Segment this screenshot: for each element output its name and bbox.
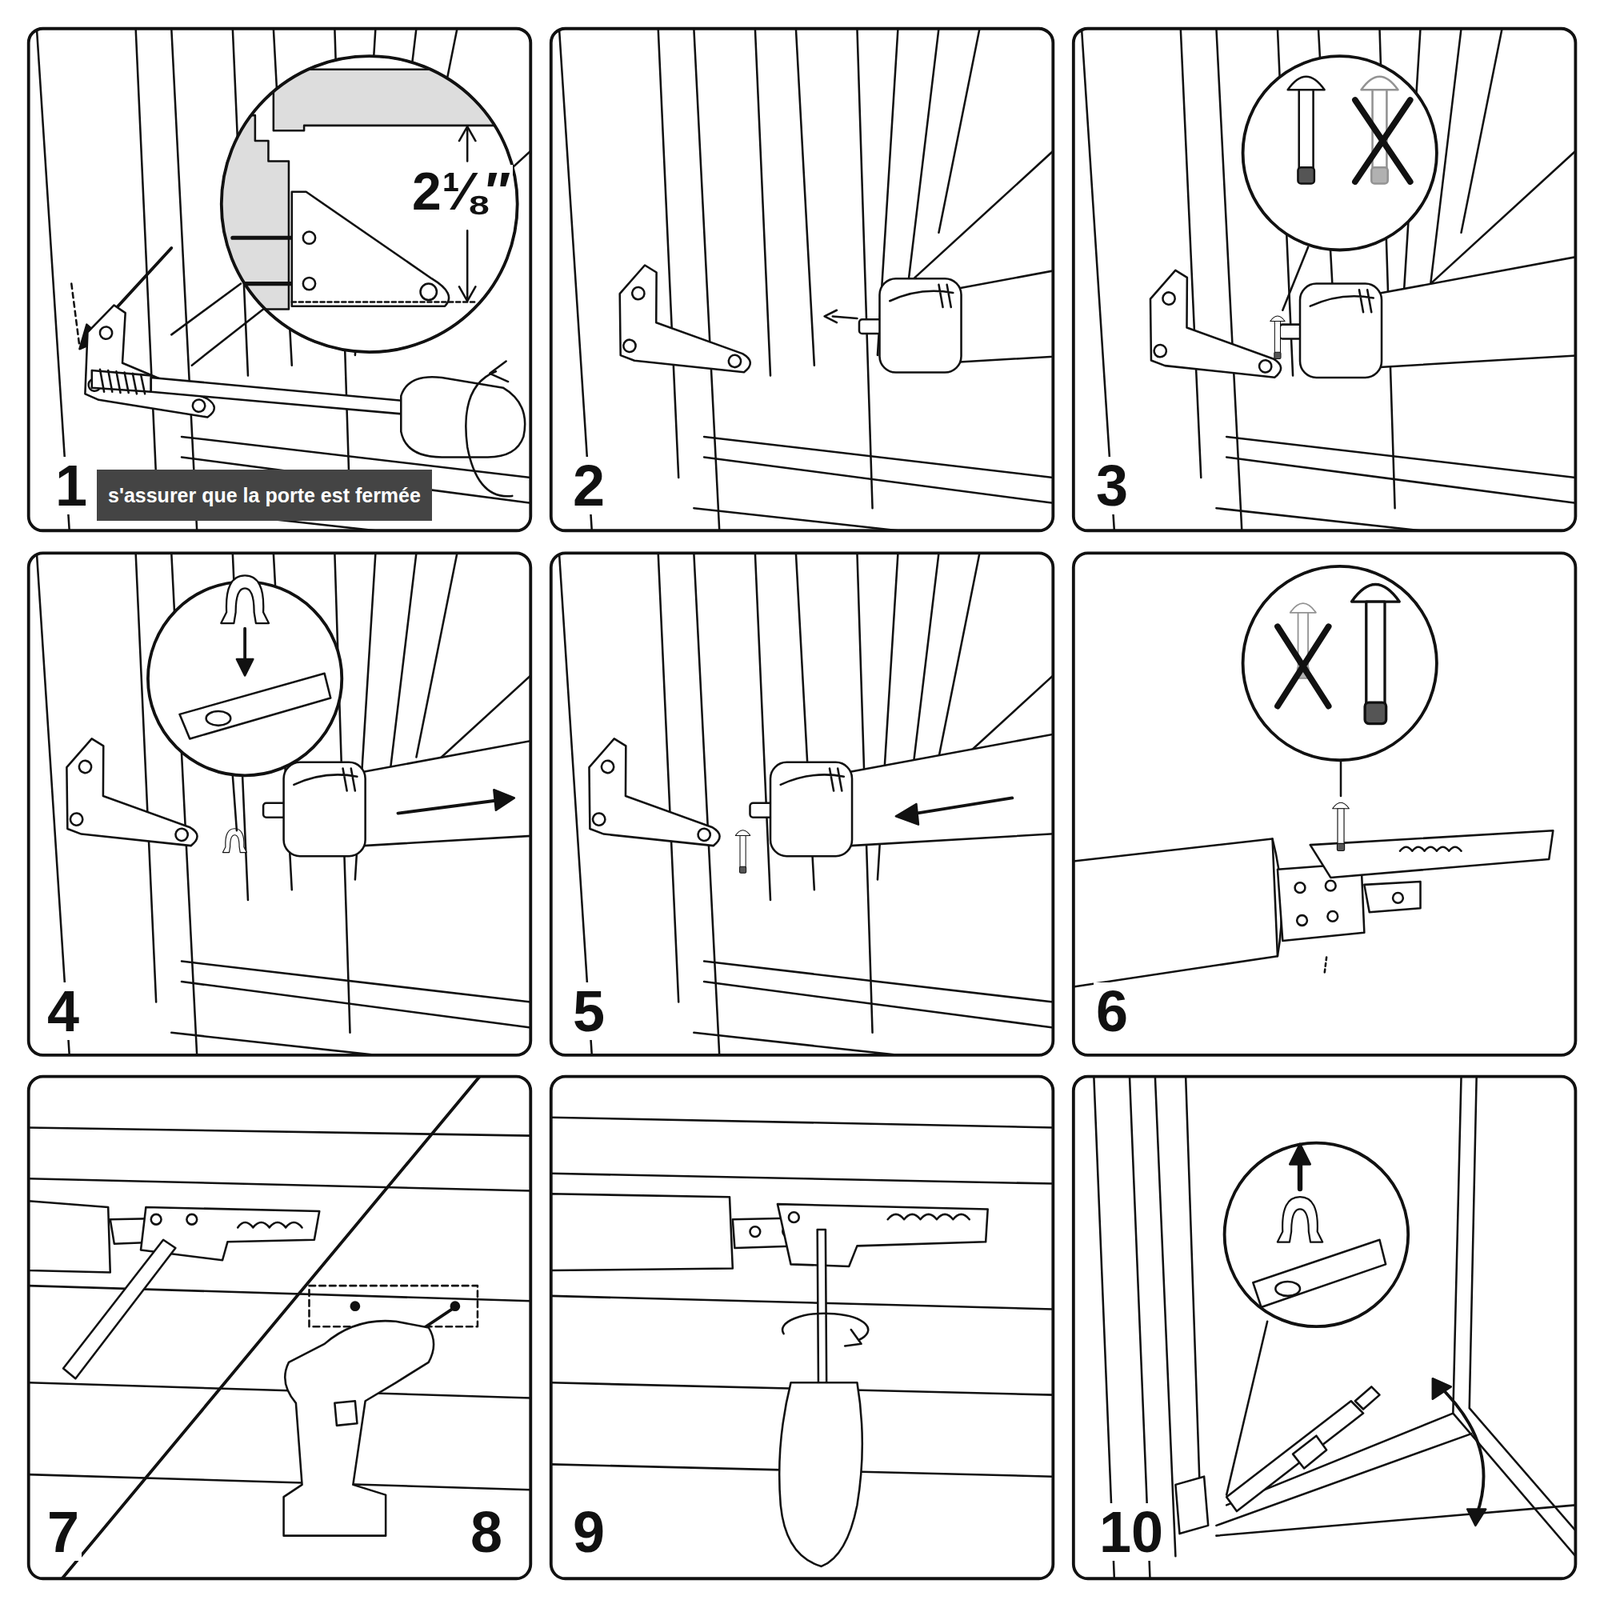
step-number: 6 bbox=[1093, 982, 1131, 1040]
step-number: 10 bbox=[1096, 1503, 1166, 1561]
step-number: 4 bbox=[44, 982, 82, 1040]
step-number: 1 bbox=[52, 456, 90, 515]
step-number: 5 bbox=[570, 982, 608, 1040]
step-number: 3 bbox=[1093, 456, 1131, 515]
step-number: 7 bbox=[44, 1503, 82, 1561]
dimension-label: 2⅛″ bbox=[409, 164, 513, 218]
note-text: s'assurer que la porte est fermée bbox=[108, 484, 421, 508]
step-number: 2 bbox=[570, 456, 608, 515]
note-box: s'assurer que la porte est fermée bbox=[96, 469, 432, 521]
step-number: 8 bbox=[468, 1503, 505, 1561]
step-number: 9 bbox=[570, 1503, 608, 1561]
